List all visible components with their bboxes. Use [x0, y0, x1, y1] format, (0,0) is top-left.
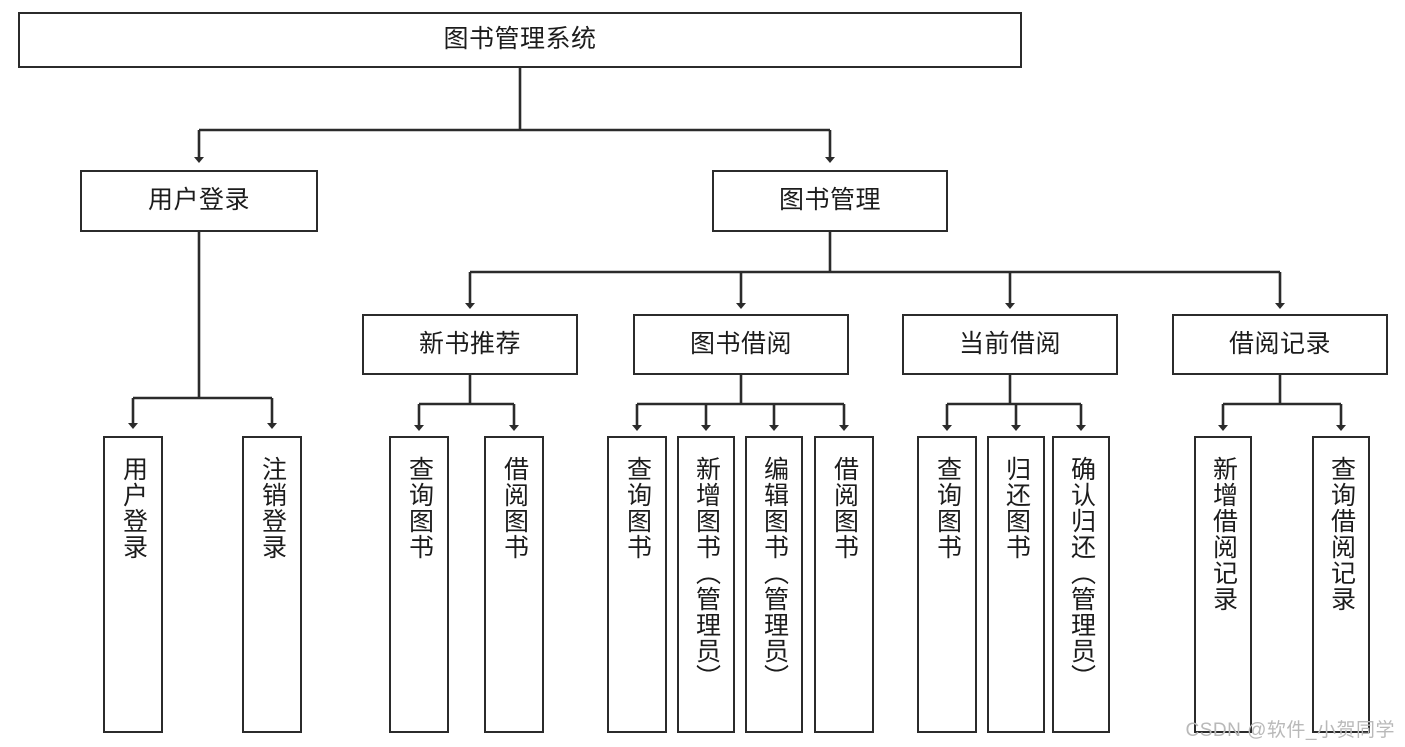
node-leaf-user-logout[interactable]: 注销登录 — [242, 436, 302, 733]
node-label: 注销登录 — [258, 456, 287, 560]
node-label: 借阅记录 — [1228, 329, 1331, 358]
node-label: 图书借阅 — [689, 329, 792, 358]
node-leaf-query-book-recommend[interactable]: 查询图书 — [389, 436, 449, 733]
node-label: 查询借阅记录 — [1327, 456, 1356, 612]
node-leaf-query-book-borrow[interactable]: 查询图书 — [607, 436, 667, 733]
node-label: 确认归还（管理员） — [1067, 456, 1096, 690]
node-label: 新增图书（管理员） — [692, 456, 721, 690]
node-label: 当前借阅 — [958, 329, 1061, 358]
node-label: 编辑图书（管理员） — [760, 456, 789, 690]
node-label: 查询图书 — [933, 456, 962, 560]
node-leaf-add-book-admin[interactable]: 新增图书（管理员） — [677, 436, 735, 733]
node-label: 用户登录 — [119, 456, 148, 560]
node-label: 查询图书 — [623, 456, 652, 560]
node-leaf-confirm-return-admin[interactable]: 确认归还（管理员） — [1052, 436, 1110, 733]
node-label: 借阅图书 — [830, 456, 859, 560]
node-label: 用户登录 — [147, 186, 250, 215]
node-current-borrow[interactable]: 当前借阅 — [902, 314, 1118, 375]
node-leaf-query-book-current[interactable]: 查询图书 — [917, 436, 977, 733]
node-label: 新增借阅记录 — [1209, 456, 1238, 612]
node-label: 图书管理系统 — [443, 25, 597, 54]
node-leaf-user-login[interactable]: 用户登录 — [103, 436, 163, 733]
watermark: CSDN @软件_小贺同学 — [1185, 720, 1395, 741]
node-book-management[interactable]: 图书管理 — [712, 170, 948, 232]
node-user-login[interactable]: 用户登录 — [80, 170, 318, 232]
node-label: 归还图书 — [1002, 456, 1031, 560]
node-book-borrow[interactable]: 图书借阅 — [633, 314, 849, 375]
node-root-system[interactable]: 图书管理系统 — [18, 12, 1022, 68]
node-leaf-borrow-book[interactable]: 借阅图书 — [814, 436, 874, 733]
node-leaf-add-borrow-record[interactable]: 新增借阅记录 — [1194, 436, 1252, 733]
node-label: 查询图书 — [405, 456, 434, 560]
node-leaf-borrow-book-recommend[interactable]: 借阅图书 — [484, 436, 544, 733]
node-leaf-return-book[interactable]: 归还图书 — [987, 436, 1045, 733]
node-label: 新书推荐 — [418, 329, 521, 358]
node-new-book-recommend[interactable]: 新书推荐 — [362, 314, 578, 375]
node-label: 图书管理 — [778, 186, 881, 215]
node-label: 借阅图书 — [500, 456, 529, 560]
node-leaf-query-borrow-record[interactable]: 查询借阅记录 — [1312, 436, 1370, 733]
node-leaf-edit-book-admin[interactable]: 编辑图书（管理员） — [745, 436, 803, 733]
node-borrow-records[interactable]: 借阅记录 — [1172, 314, 1388, 375]
